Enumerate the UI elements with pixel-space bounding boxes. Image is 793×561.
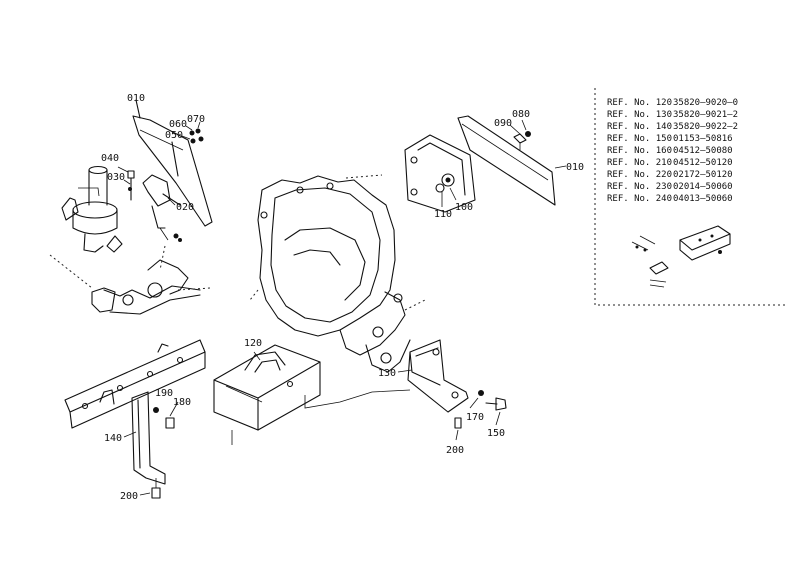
- part-labels: 010 060 070 050 040 030 020 080 090 010 …: [101, 93, 584, 502]
- label-070: 070: [187, 114, 205, 125]
- label-200-left: 200: [120, 491, 138, 502]
- ref-row-label: REF. No. 140: [607, 122, 672, 132]
- bracket-130: [407, 339, 469, 413]
- ref-row-label: REF. No. 150: [607, 134, 672, 144]
- label-080: 080: [512, 109, 530, 120]
- leader-toolbox: [304, 389, 411, 409]
- label-190: 190: [155, 388, 173, 399]
- label-200-right: 200: [446, 445, 464, 456]
- ref-row-part: 35820—9022—2: [673, 122, 738, 132]
- label-020: 020: [176, 202, 194, 213]
- label-100: 100: [455, 202, 473, 213]
- label-180: 180: [173, 397, 191, 408]
- ref-row-part: 02172—50120: [673, 170, 733, 180]
- ref-row-part: 04512—50080: [673, 146, 733, 156]
- bracket-140: [131, 391, 166, 485]
- ref-row-part: 01153—50816: [673, 134, 733, 144]
- label-010-left: 010: [127, 93, 145, 104]
- ref-row-part: 04013—50060: [673, 194, 733, 204]
- ref-row-label: REF. No. 130: [607, 110, 672, 120]
- label-090: 090: [494, 118, 512, 129]
- ref-row-part: 35820—9021—2: [673, 110, 738, 120]
- label-170: 170: [466, 412, 484, 423]
- ref-row-label: REF. No. 220: [607, 170, 672, 180]
- bracket-100-110: [404, 134, 476, 213]
- chassis-rail-upper: [49, 245, 211, 315]
- chassis-rail-lower: [64, 339, 206, 429]
- label-150: 150: [487, 428, 505, 439]
- ref-row-part: 02014—50060: [673, 182, 733, 192]
- ref-row-part: 35820—9020—0: [673, 98, 738, 108]
- ref-row-part: 04512—50120: [673, 158, 733, 168]
- ref-row-label: REF. No. 120: [607, 98, 672, 108]
- ref-row-label: REF. No. 230: [607, 182, 672, 192]
- steering-column: [61, 165, 123, 253]
- toolbox-120: [213, 344, 321, 445]
- label-140: 140: [104, 433, 122, 444]
- ref-row-label: REF. No. 240: [607, 194, 672, 204]
- reference-table: REF. No. 120 35820—9020—0 REF. No. 130 3…: [594, 88, 785, 306]
- label-120: 120: [244, 338, 262, 349]
- clutch-housing: [249, 174, 426, 373]
- label-110: 110: [434, 209, 452, 220]
- ref-row-label: REF. No. 210: [607, 158, 672, 168]
- bolts-080-090: [513, 131, 531, 150]
- bolts-180-190-200: [151, 407, 175, 499]
- label-060: 060: [169, 119, 187, 130]
- bolts-050-070: [189, 128, 204, 144]
- plate-010-left: [132, 99, 213, 227]
- bolt-030-040: [127, 170, 135, 201]
- inset-sketch: [631, 225, 731, 288]
- label-130: 130: [378, 368, 396, 379]
- ref-row-label: REF. No. 160: [607, 146, 672, 156]
- leader-lines: [117, 119, 567, 496]
- plate-010-right: [457, 115, 556, 206]
- label-050: 050: [165, 130, 183, 141]
- label-030: 030: [107, 172, 125, 183]
- label-040: 040: [101, 153, 119, 164]
- bolts-150-170: [454, 390, 507, 429]
- label-010-right: 010: [566, 162, 584, 173]
